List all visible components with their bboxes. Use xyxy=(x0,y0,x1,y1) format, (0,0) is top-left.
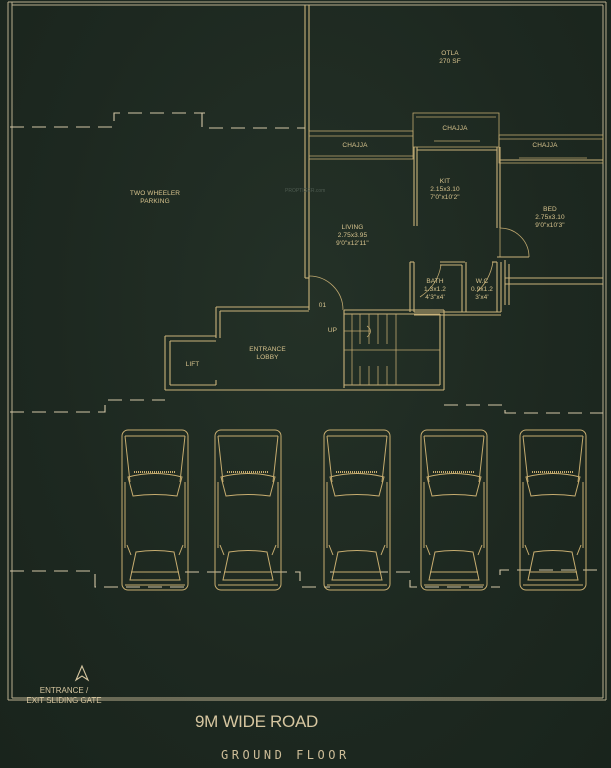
watermark: PROPTIGER.com xyxy=(285,188,326,194)
room-label-chajja-right: CHAJJA xyxy=(532,142,558,149)
room-label-living: LIVING 2.75x3.95 9'0"x12'11" xyxy=(336,224,369,247)
car-parking xyxy=(121,429,587,591)
floor-title: GROUND FLOOR xyxy=(221,748,350,762)
room-label-lift: LIFT xyxy=(185,361,200,368)
entrance-arrow-icon xyxy=(74,664,90,682)
car-4 xyxy=(420,429,488,591)
car-1 xyxy=(121,429,189,591)
room-label-chajja-left: CHAJJA xyxy=(342,142,368,149)
building-walls xyxy=(164,5,604,391)
car-5 xyxy=(519,429,587,591)
car-3 xyxy=(323,429,391,591)
door-label-01: 01 xyxy=(318,302,327,309)
car-2 xyxy=(214,429,282,591)
stairs-label-up: UP xyxy=(327,327,338,334)
room-label-kit: KIT 2.15x3.10 7'0"x10'2" xyxy=(430,178,460,201)
room-label-chajja-center: CHAJJA xyxy=(442,125,468,132)
room-label-otla: OTLA 270 SF xyxy=(439,50,461,65)
room-label-two-wheeler: TWO WHEELER PARKING xyxy=(129,190,181,205)
room-label-bath: BATH 1.3x1.2 4'3"x4' xyxy=(423,278,447,301)
room-label-wc: W.C 0.9x1.2 3'x4' xyxy=(470,278,494,301)
room-label-bed: BED 2.75x3.10 9'0"x10'3" xyxy=(535,206,565,229)
plot-boundary xyxy=(7,1,607,701)
gate-label: ENTRANCE / EXIT SLIDING GATE xyxy=(26,686,102,705)
projection-lines xyxy=(10,112,603,588)
road-label: 9M WIDE ROAD xyxy=(195,712,318,731)
room-label-lobby: ENTRANCE LOBBY xyxy=(249,346,286,361)
